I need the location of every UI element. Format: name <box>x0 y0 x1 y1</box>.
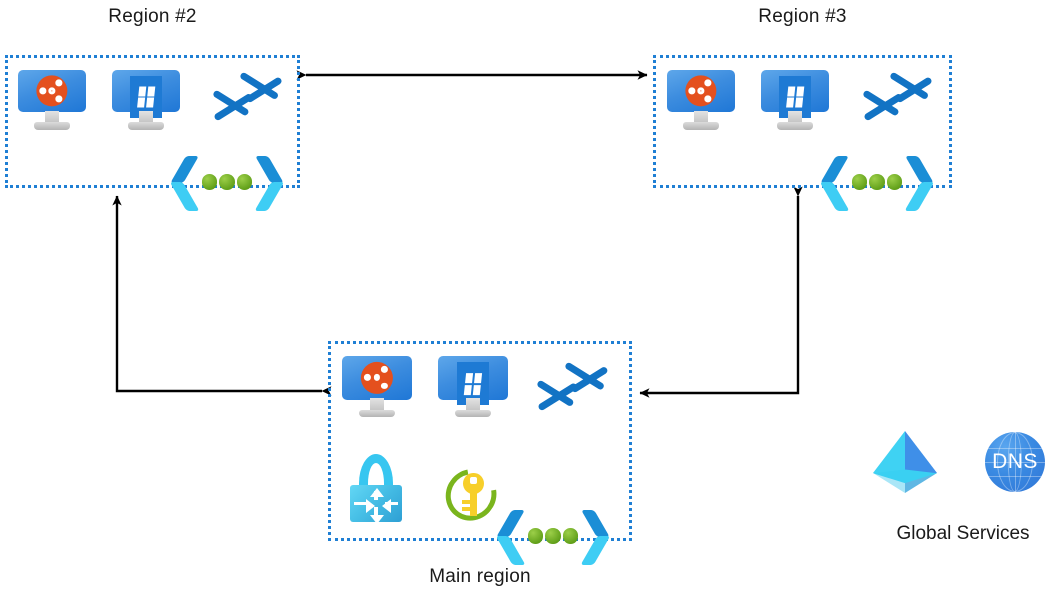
region-2-label: Region #2 <box>108 6 197 27</box>
ubuntu-logo <box>360 361 394 394</box>
peering-dot-3 <box>886 174 903 190</box>
virtual-network-icon[interactable] <box>535 361 614 424</box>
key-tooth-2 <box>461 506 471 511</box>
azure-ad-icon[interactable] <box>873 431 937 493</box>
region-3-box[interactable] <box>653 55 952 188</box>
globe-latitude-3 <box>985 475 1045 477</box>
peering-dot-2 <box>869 174 885 190</box>
ubuntu-center-ring <box>697 87 705 95</box>
arrow-down-head <box>370 514 385 524</box>
key-tooth-1 <box>461 499 471 504</box>
region-3-label: Region #3 <box>758 6 847 27</box>
monitor-neck <box>788 110 802 124</box>
windows-logo <box>137 86 155 108</box>
peering-dot-3 <box>562 528 579 544</box>
windows-logo-panel <box>130 75 162 118</box>
ubuntu-logo <box>36 75 68 107</box>
windows-logo <box>463 372 483 395</box>
monitor-base <box>454 409 492 418</box>
ubuntu-vm-icon[interactable] <box>342 356 412 420</box>
ubuntu-dot-3 <box>364 374 371 382</box>
vnet-peering-icon[interactable] <box>495 506 611 568</box>
connector-main-region2 <box>112 195 332 396</box>
key-shaft <box>469 490 478 517</box>
ubuntu-center-ring <box>48 87 56 95</box>
windows-vm-icon[interactable] <box>761 70 829 132</box>
key-hole <box>470 477 478 484</box>
arrow-up-head <box>370 487 385 497</box>
monitor-neck <box>694 110 708 124</box>
key-vault-icon[interactable] <box>435 458 507 531</box>
aad-face-top-right <box>905 431 937 473</box>
arrow-down-stem <box>373 507 379 516</box>
aad-face-top-left <box>873 431 905 473</box>
arrow-left-stem <box>385 501 398 505</box>
peering-dot-1 <box>201 174 218 190</box>
windows-vm-icon[interactable] <box>438 356 508 420</box>
globe-latitude-2 <box>985 462 1045 463</box>
monitor-base <box>358 409 396 418</box>
vnet-peering-icon[interactable] <box>819 152 935 214</box>
peering-dot-2 <box>219 174 235 190</box>
ubuntu-dot-1 <box>704 79 712 87</box>
vnet-peering-icon[interactable] <box>169 152 285 214</box>
windows-logo-panel <box>779 75 811 118</box>
main-region-box[interactable] <box>328 341 632 541</box>
globe-axis <box>1015 432 1016 492</box>
arrow-left-head <box>381 499 391 514</box>
monitor-neck <box>370 398 384 412</box>
ubuntu-vm-icon[interactable] <box>18 70 86 132</box>
region-2-box[interactable] <box>5 55 300 188</box>
global-services-label: Global Services <box>896 523 1030 544</box>
dns-globe-icon[interactable]: DNS <box>985 432 1045 492</box>
lock-shackle <box>358 454 394 493</box>
main-region-label: Main region <box>429 566 531 587</box>
monitor-base <box>777 122 813 130</box>
peering-dot-1 <box>527 528 544 544</box>
monitor-base <box>128 122 164 130</box>
monitor-base <box>34 122 70 130</box>
ubuntu-dot-2 <box>704 95 712 103</box>
windows-logo <box>786 86 804 108</box>
dns-label: DNS <box>992 450 1038 473</box>
ubuntu-dot-2 <box>55 95 63 103</box>
arrow-right-stem <box>354 501 367 505</box>
peering-dot-2 <box>545 528 561 544</box>
ubuntu-dot-1 <box>380 366 388 373</box>
ubuntu-dot-3 <box>688 87 696 95</box>
connector-main-region3 <box>639 186 803 398</box>
globe-meridian-2 <box>1007 432 1023 492</box>
monitor-base <box>683 122 719 130</box>
ubuntu-vm-icon[interactable] <box>667 70 735 132</box>
virtual-network-icon[interactable] <box>861 71 938 134</box>
lock-body <box>350 484 402 524</box>
globe-latitude-1 <box>985 448 1045 450</box>
windows-logo-panel <box>456 361 490 406</box>
ubuntu-center-ring <box>373 374 381 382</box>
monitor-neck <box>45 110 59 124</box>
ubuntu-dot-1 <box>55 79 63 87</box>
peering-dot-3 <box>236 174 253 190</box>
bastion-lock-icon[interactable] <box>349 454 403 524</box>
virtual-network-icon[interactable] <box>211 71 288 134</box>
monitor-neck <box>466 398 480 412</box>
ubuntu-logo <box>685 75 717 107</box>
monitor-neck <box>139 110 153 124</box>
ubuntu-dot-2 <box>380 382 388 390</box>
ubuntu-dot-3 <box>39 87 47 95</box>
windows-vm-icon[interactable] <box>112 70 180 132</box>
peering-dot-1 <box>851 174 868 190</box>
arrow-right-head <box>365 499 375 514</box>
